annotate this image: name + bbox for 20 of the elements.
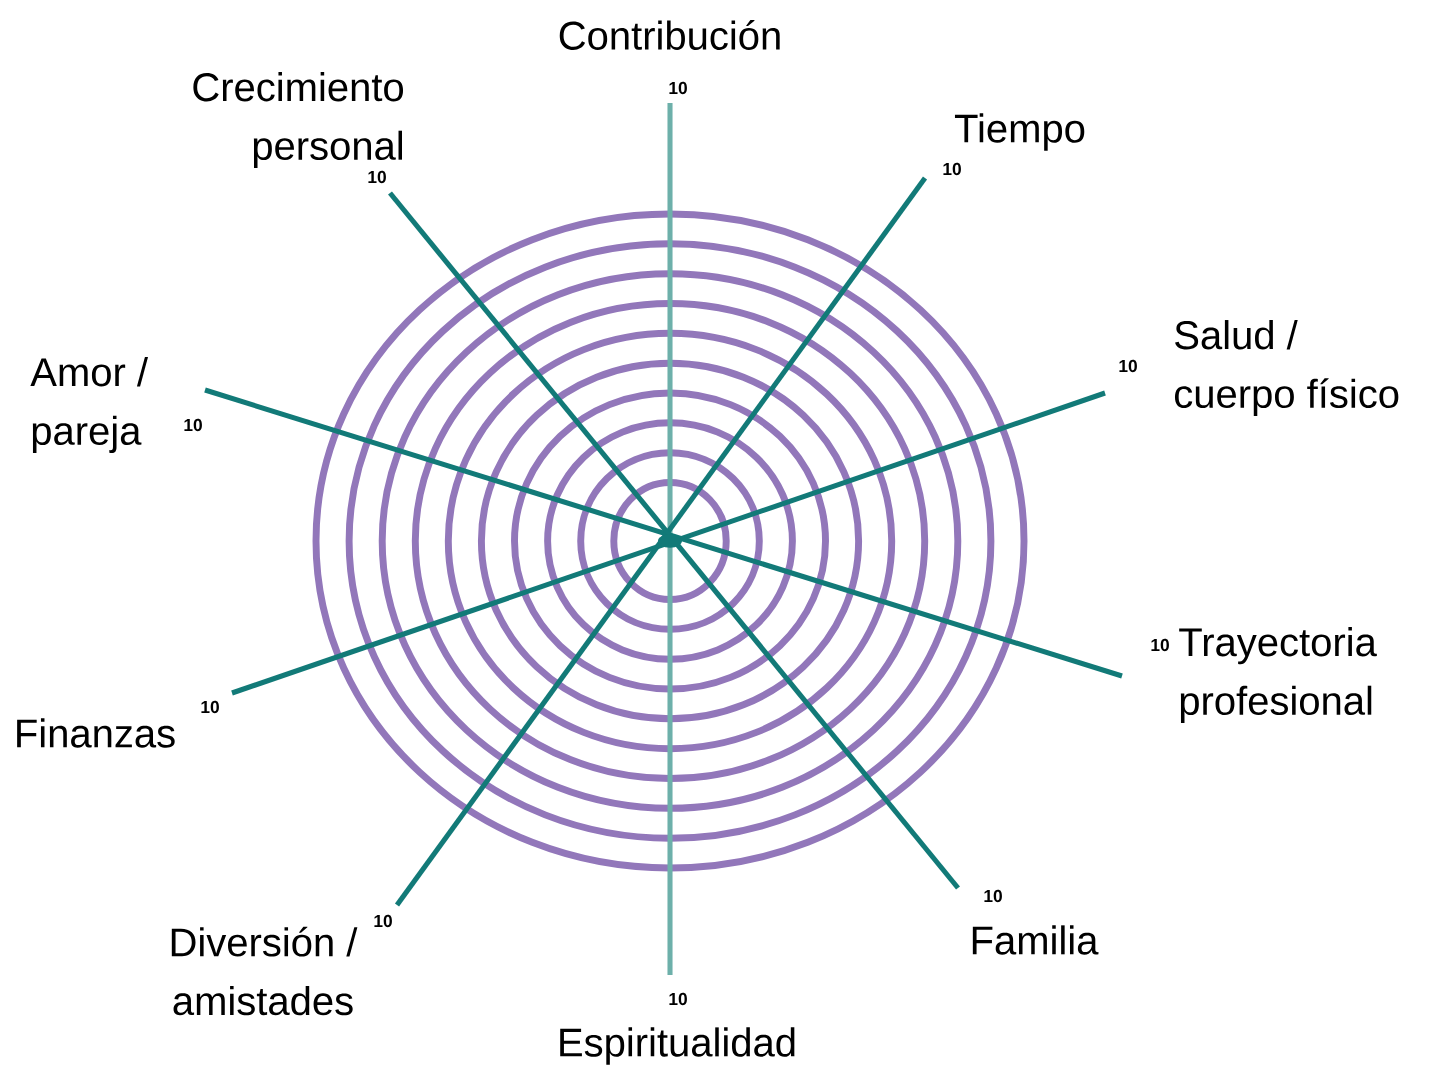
- scale-value: 10: [984, 889, 1002, 903]
- area-label: Trayectoria profesional: [1179, 627, 1377, 723]
- area-label: Crecimiento personal: [193, 72, 404, 168]
- area-label: Tiempo: [954, 113, 1085, 151]
- scale-value: 10: [669, 81, 687, 95]
- area-label: Espiritualidad: [560, 1027, 795, 1065]
- scale-value: 10: [1119, 359, 1137, 373]
- area-label: Finanzas: [17, 718, 175, 748]
- area-label: Salud / cuerpo físico: [1174, 320, 1399, 416]
- scale-value: 10: [943, 162, 961, 176]
- area-label: Familia: [972, 925, 1099, 955]
- scale-value: 10: [374, 914, 392, 928]
- area-label: Contribución: [559, 20, 780, 50]
- area-label: Amor / pareja: [30, 357, 148, 453]
- scale-value: 10: [201, 700, 219, 714]
- scale-value: 10: [669, 992, 687, 1006]
- scale-value: 10: [184, 418, 202, 432]
- scale-value: 10: [1151, 638, 1169, 652]
- area-label: Diversión / amistades: [171, 926, 358, 1016]
- scale-value: 10: [368, 170, 386, 184]
